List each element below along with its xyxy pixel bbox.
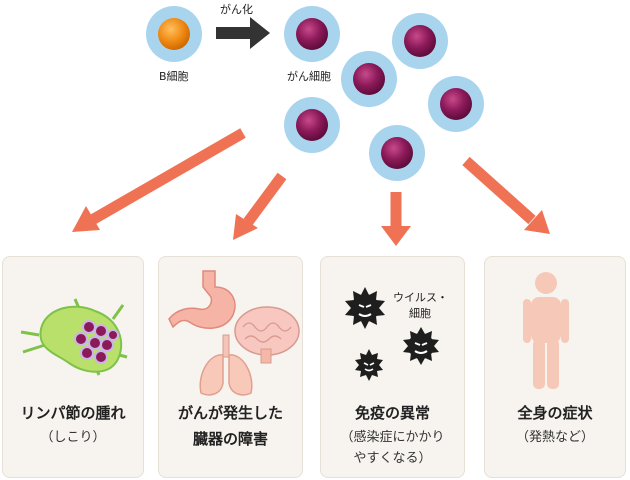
card-title: リンパ節の腫れ bbox=[20, 404, 126, 422]
cancer-cell bbox=[369, 125, 425, 181]
arrow-to-card-2 bbox=[233, 172, 287, 240]
virus-icon bbox=[345, 287, 385, 329]
virus-icon bbox=[355, 349, 383, 381]
cancer-cell-cluster bbox=[284, 6, 484, 181]
card-subtitle-line2: やすくなる） bbox=[353, 451, 432, 466]
b-cell bbox=[146, 6, 202, 62]
cancer-cell bbox=[341, 51, 397, 107]
card-systemic-symptoms: 全身の症状 （発熱など） bbox=[484, 256, 626, 478]
cancer-cell bbox=[392, 13, 448, 69]
card-organ-damage: がんが発生した 臓器の障害 bbox=[158, 256, 303, 478]
card-subtitle: （感染症にかかり bbox=[340, 430, 445, 445]
cancer-cell bbox=[284, 97, 340, 153]
virus-label-line2: 細胞 bbox=[409, 307, 431, 320]
card-lymph-node: リンパ節の腫れ （しこり） bbox=[2, 256, 144, 478]
cancer-cell bbox=[428, 76, 484, 132]
b-cell-label: B細胞 bbox=[159, 70, 189, 83]
virus-icons bbox=[345, 287, 439, 381]
arrow-to-card-4 bbox=[462, 156, 550, 234]
organs-icon bbox=[168, 270, 300, 396]
card-title: 免疫の異常 bbox=[354, 404, 430, 422]
cancer-cell bbox=[284, 6, 340, 62]
card-subtitle: （しこり） bbox=[40, 430, 106, 445]
transform-arrow bbox=[216, 17, 270, 49]
arrow-label: がん化 bbox=[220, 3, 253, 16]
cancer-cell-label: がん細胞 bbox=[287, 70, 331, 83]
card-subtitle: （発熱など） bbox=[515, 430, 594, 445]
arrow-to-card-3 bbox=[381, 192, 411, 246]
card-title-line2: 臓器の障害 bbox=[192, 430, 268, 448]
virus-label: ウイルス・ bbox=[393, 291, 448, 304]
cell-diagram bbox=[72, 6, 550, 246]
lymph-node-icon bbox=[20, 298, 128, 376]
card-title: がんが発生した bbox=[177, 404, 283, 422]
virus-icon bbox=[403, 327, 439, 365]
card-title: 全身の症状 bbox=[517, 404, 593, 422]
card-immune-abnormality: ウイルス・ 細胞 免疫の異常 （感染症にかかり やすくなる） bbox=[320, 256, 465, 478]
human-body-icon bbox=[523, 272, 569, 389]
arrow-to-card-1 bbox=[72, 128, 246, 232]
